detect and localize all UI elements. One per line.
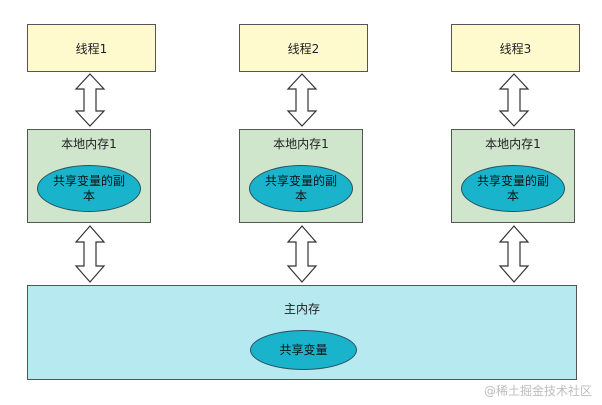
thread-box-1: 线程1 <box>27 24 156 72</box>
local-memory-box-1: 本地内存1 共享变量的副本 <box>27 129 151 223</box>
copy-label: 共享变量的副本 <box>264 173 337 203</box>
local-memory-box-3: 本地内存1 共享变量的副本 <box>451 129 575 223</box>
watermark: @稀土掘金技术社区 <box>483 384 592 398</box>
local-memory-title: 本地内存1 <box>61 137 117 151</box>
bidirectional-arrow-local-main-1 <box>74 225 106 283</box>
thread-label: 线程3 <box>499 41 532 56</box>
bidirectional-arrow-thread-local-1 <box>74 73 106 127</box>
local-memory-title: 本地内存1 <box>485 137 541 151</box>
main-memory-box: 主内存 共享变量 <box>27 285 577 380</box>
thread-label: 线程1 <box>75 41 108 56</box>
shared-variable-label: 共享变量 <box>279 342 328 357</box>
thread-box-3: 线程3 <box>451 24 580 72</box>
shared-variable-copy: 共享变量的副本 <box>249 165 353 212</box>
local-memory-title: 本地内存1 <box>273 137 329 151</box>
main-memory-title: 主内存 <box>283 302 320 316</box>
shared-variable-copy: 共享变量的副本 <box>37 165 141 212</box>
bidirectional-arrow-thread-local-2 <box>286 73 318 127</box>
bidirectional-arrow-local-main-2 <box>286 225 318 283</box>
copy-label: 共享变量的副本 <box>52 173 125 203</box>
bidirectional-arrow-local-main-3 <box>498 225 530 283</box>
local-memory-box-2: 本地内存1 共享变量的副本 <box>239 129 363 223</box>
bidirectional-arrow-thread-local-3 <box>498 73 530 127</box>
thread-box-2: 线程2 <box>239 24 368 72</box>
copy-label: 共享变量的副本 <box>476 173 549 203</box>
shared-variable: 共享变量 <box>250 330 357 370</box>
shared-variable-copy: 共享变量的副本 <box>461 165 565 212</box>
thread-label: 线程2 <box>287 41 320 56</box>
